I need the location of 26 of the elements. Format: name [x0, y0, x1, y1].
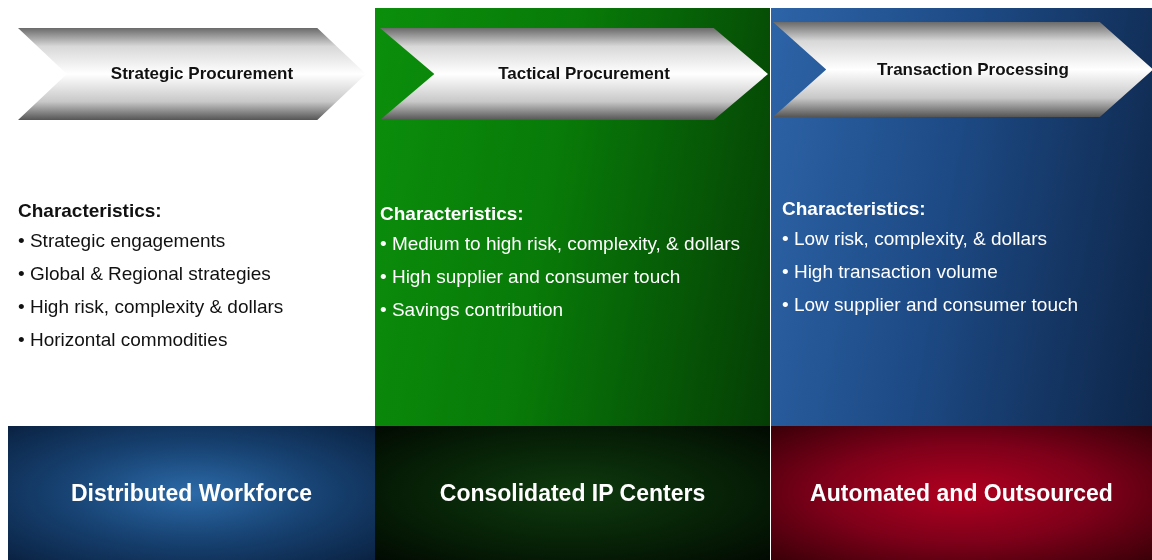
bullet-item: • Strategic engagements: [18, 229, 227, 253]
bullet-item: • Horizontal commodities: [18, 328, 229, 352]
bullet-item: • Low risk, complexity, & dollars: [782, 227, 1048, 251]
bullet-item: • High supplier and consumer touch: [380, 265, 682, 289]
column-panel: [375, 8, 770, 426]
footer-band: [375, 426, 770, 560]
bullet-item: • Savings contribution: [380, 298, 565, 322]
stage-title: Strategic Procurement: [109, 64, 294, 84]
heading: Characteristics:: [380, 203, 525, 225]
bullet-item: • Global & Regional strategies: [18, 262, 272, 286]
band-title: Distributed Workforce: [70, 479, 313, 507]
heading: Characteristics:: [18, 200, 163, 222]
band-title: Consolidated IP Centers: [439, 479, 706, 507]
column-panel: [771, 8, 1152, 426]
bullet-item: • High risk, complexity & dollars: [18, 295, 285, 319]
bullet-item: • High transaction volume: [782, 260, 999, 284]
heading: Characteristics:: [782, 198, 927, 220]
stage-title: Tactical Procurement: [497, 64, 670, 84]
band-title: Automated and Outsourced: [810, 479, 1113, 507]
chevron-banner: [380, 28, 768, 120]
footer-band: [771, 426, 1152, 560]
bullet-item: • Low supplier and consumer touch: [782, 293, 1080, 317]
bullet-item: • Medium to high risk, complexity, & dollars: [380, 232, 742, 256]
chevron-banner: [773, 22, 1152, 117]
stage-title: Transaction Processing: [876, 59, 1069, 80]
footer-band: [8, 426, 375, 560]
